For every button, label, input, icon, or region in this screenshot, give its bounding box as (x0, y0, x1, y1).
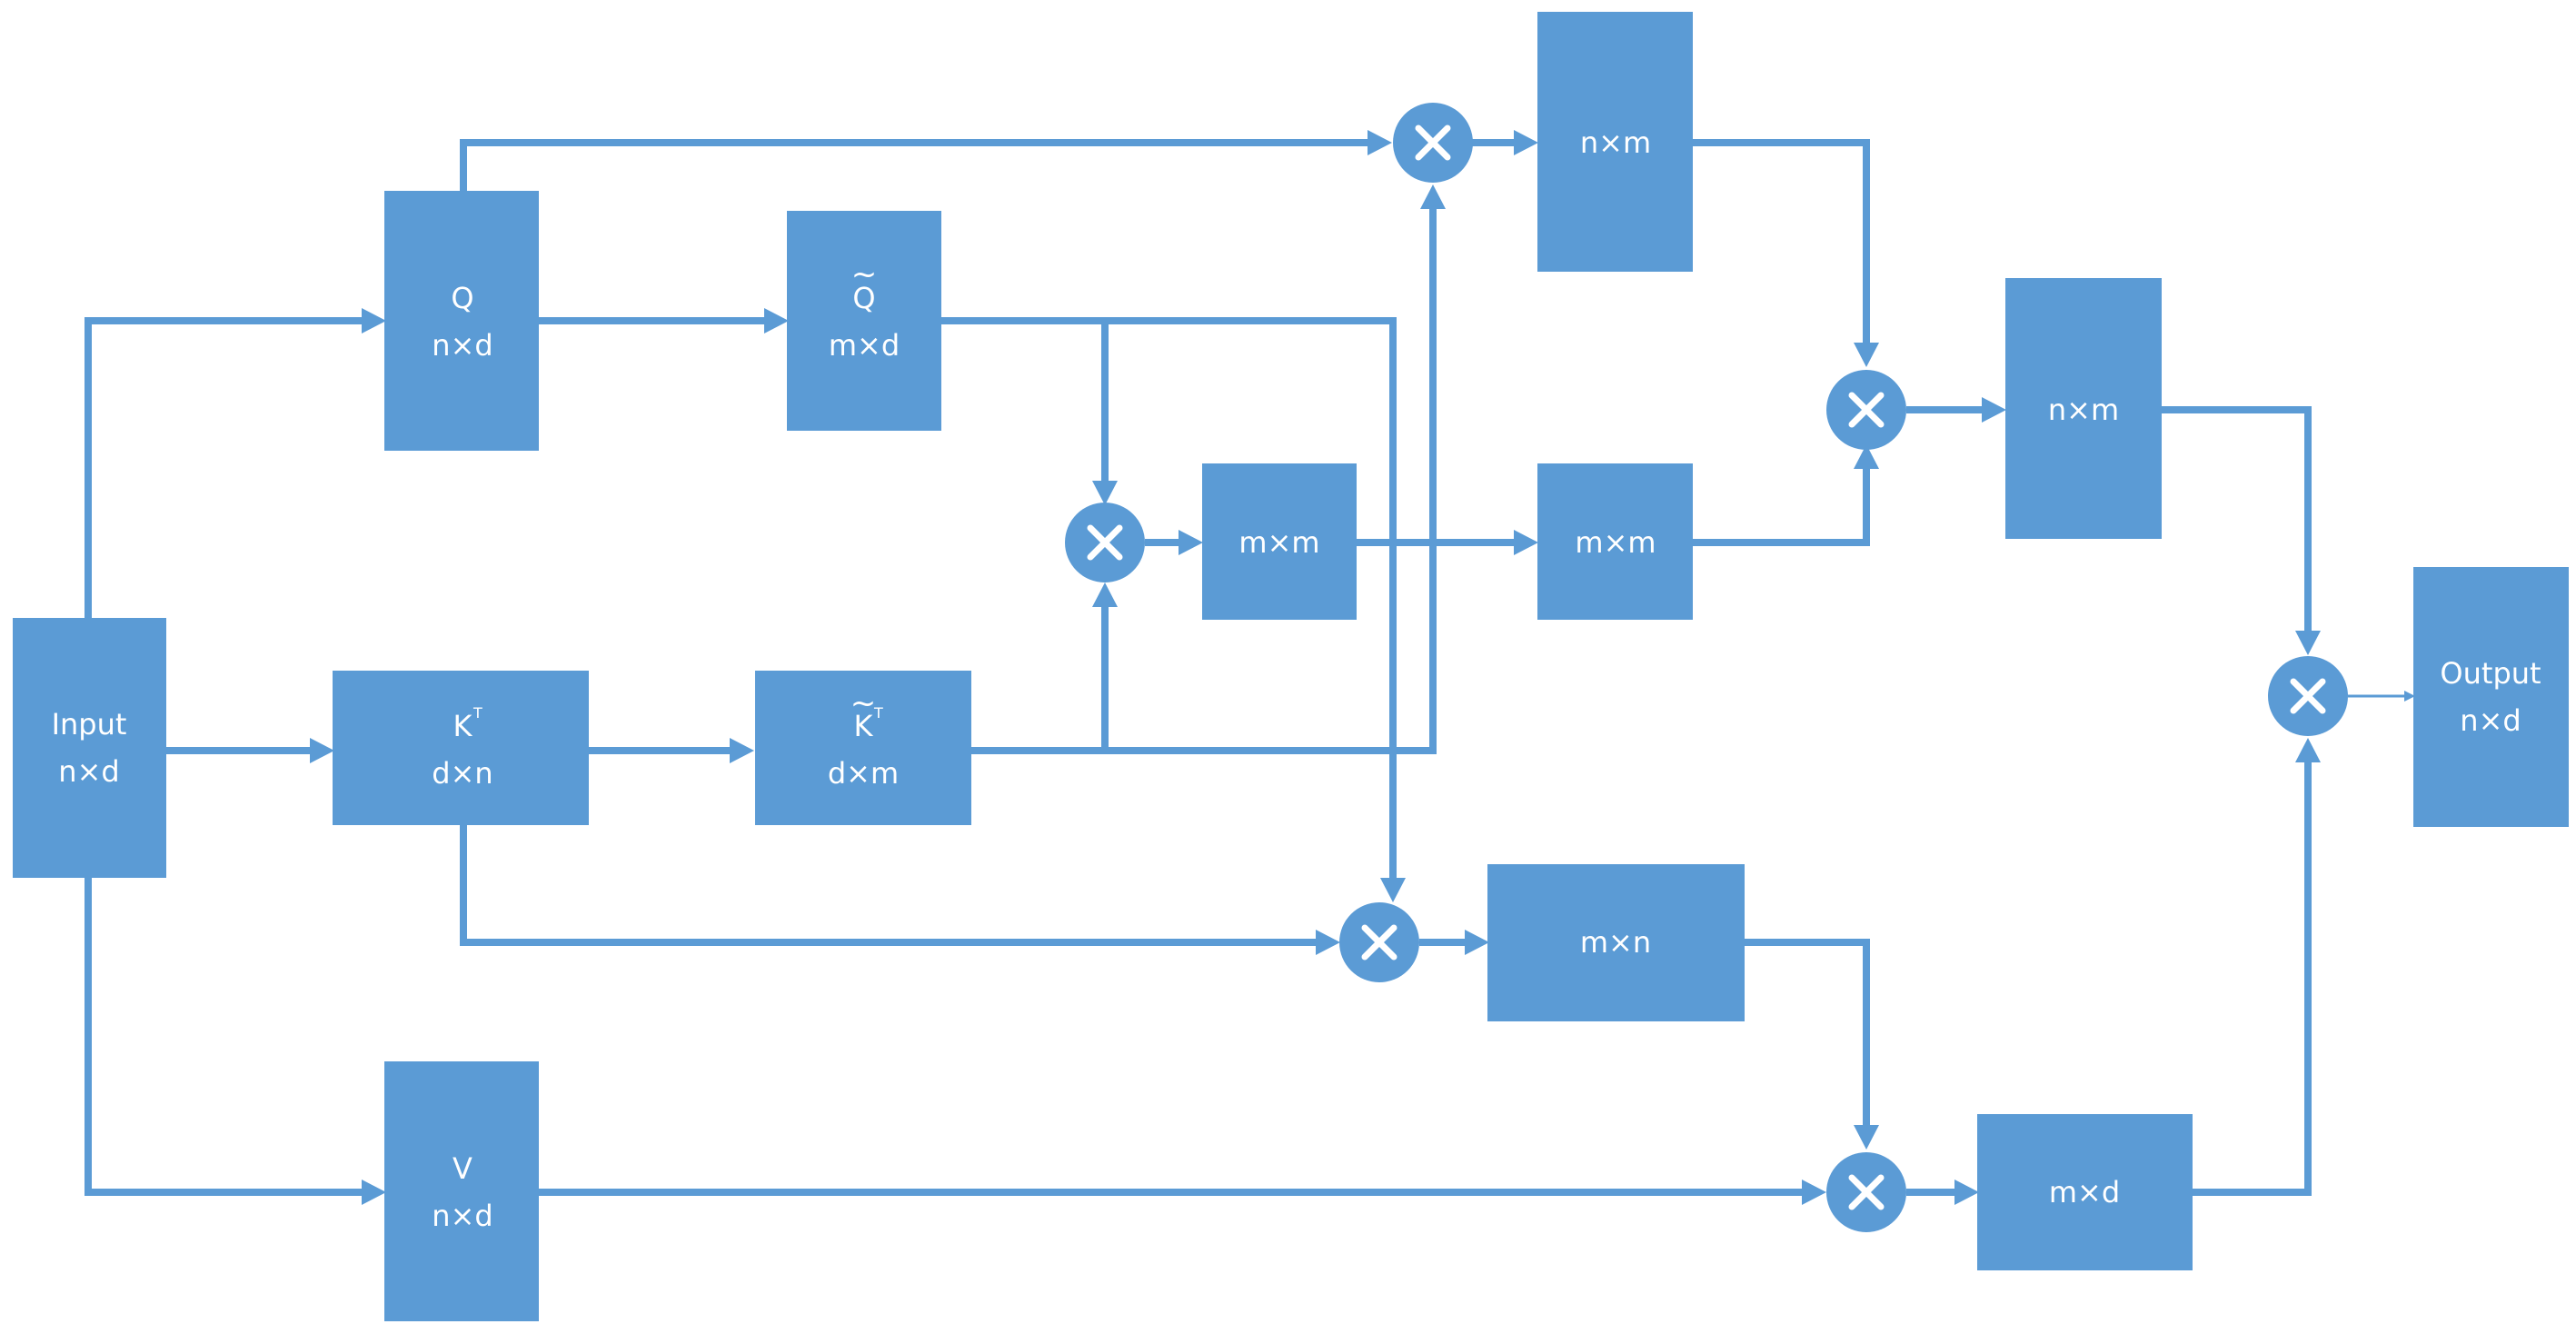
arrowhead (1854, 444, 1879, 469)
node-output: Output n×d (2413, 567, 2569, 827)
node-kt-tilde: ~ K T d×m (755, 671, 971, 825)
tilde-accent: ~ (850, 685, 877, 722)
arrowhead (2404, 691, 2415, 702)
node-label: Input (52, 707, 127, 742)
multiply-icon (1339, 902, 1419, 982)
edge-input-to-q (85, 317, 362, 618)
node-label: Q (451, 281, 473, 315)
node-dimension: n×d (432, 1199, 492, 1233)
connectors (85, 130, 2415, 1205)
multiply-icon (1826, 1152, 1906, 1232)
node-dimension: m×m (1238, 525, 1319, 560)
node-label: K (453, 709, 473, 743)
node-md: m×d (1977, 1114, 2193, 1270)
multiply-icon (1826, 370, 1906, 450)
node-mm-a: m×m (1202, 463, 1357, 620)
node-dimension: n×m (2048, 393, 2119, 427)
arrowhead (1854, 1125, 1879, 1150)
node-dimension: n×m (1580, 125, 1651, 160)
edge-kttilde-to-mul-top (970, 209, 1437, 754)
arrowhead (1802, 1180, 1826, 1205)
arrowhead (310, 738, 334, 763)
edge-input-to-v (85, 878, 362, 1196)
arrowhead (764, 308, 789, 334)
node-dimension: m×d (829, 328, 900, 363)
multiply-icon (1065, 503, 1145, 582)
edge-md-to-mulout (2193, 762, 2312, 1196)
arrowhead (1514, 530, 1538, 555)
edge-nmmid-to-mulout (2162, 406, 2312, 631)
arrowhead (1380, 878, 1406, 902)
arrowhead (1982, 397, 2006, 423)
edge-kt-to-mul-lower (460, 824, 1316, 946)
multiply-icon (1393, 103, 1473, 183)
node-superscript: T (873, 704, 883, 722)
node-dimension: n×d (58, 754, 119, 789)
node-dimension: n×d (2460, 703, 2521, 738)
arrowhead (1954, 1180, 1979, 1205)
node-nm-top: n×m (1537, 12, 1693, 272)
arrowhead (2295, 631, 2321, 655)
node-label: K (854, 709, 874, 743)
arrowhead (730, 738, 754, 763)
node-nm-mid: n×m (2005, 278, 2162, 539)
arrowhead (1420, 184, 1446, 209)
arrowhead (1854, 343, 1879, 367)
node-label: Output (2440, 656, 2541, 691)
node-dimension: m×m (1575, 525, 1656, 560)
arrowhead (362, 1180, 386, 1205)
arrowhead (1368, 130, 1392, 155)
node-kt: K T d×n (333, 671, 589, 825)
node-label: V (453, 1151, 472, 1186)
arrowhead (1514, 130, 1538, 155)
node-v: V n×d (384, 1061, 539, 1321)
multiply-icon (2268, 656, 2348, 736)
node-dimension: d×n (432, 756, 492, 791)
edge-nmtop-to-mulur (1693, 139, 1870, 343)
node-q-tilde: ~ Q m×d (787, 211, 941, 431)
arrowhead (362, 308, 386, 334)
tilde-accent: ~ (851, 256, 878, 293)
node-dimension: d×m (828, 756, 899, 791)
node-label: Q (852, 281, 875, 315)
node-input: Input n×d (13, 618, 166, 878)
node-superscript: T (472, 704, 482, 722)
arrowhead (1092, 481, 1118, 505)
arrowhead (1179, 530, 1203, 555)
arrowhead (1092, 582, 1118, 607)
edge-q-to-mul-top (460, 139, 1368, 191)
node-dimension: m×d (2049, 1175, 2120, 1210)
arrowhead (2295, 738, 2321, 762)
edge-mn-to-mulbottom (1745, 939, 1870, 1125)
arrowhead (1316, 930, 1340, 955)
node-dimension: m×n (1580, 925, 1651, 960)
edge-qtilde-to-mul-lower (940, 317, 1397, 878)
arrowhead (1465, 930, 1489, 955)
node-mm-b: m×m (1537, 463, 1693, 620)
node-dimension: n×d (432, 328, 492, 363)
node-mn: m×n (1487, 864, 1745, 1021)
node-q: Q n×d (384, 191, 539, 451)
edge-mmb-to-mulur (1693, 469, 1870, 546)
